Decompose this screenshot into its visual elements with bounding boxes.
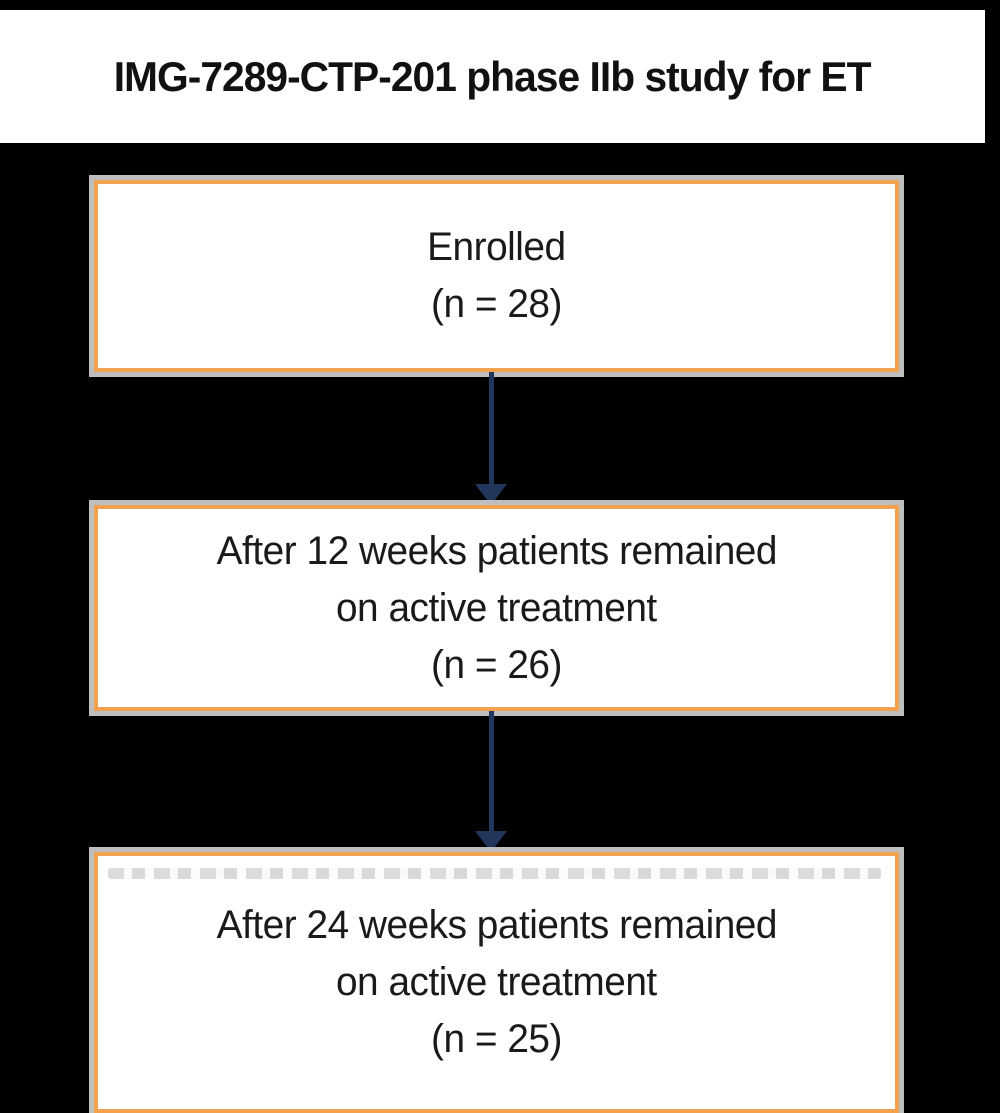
arrow-head-icon <box>475 831 507 852</box>
arrow-head-icon <box>475 484 507 505</box>
node-label-line: on active treatment <box>336 585 657 630</box>
node-label-line: Enrolled <box>427 225 566 269</box>
node-label-line: After 12 weeks patients remained <box>216 528 777 573</box>
node-week24: After 24 weeks patients remained on acti… <box>94 852 899 1113</box>
connector-arrow-down-1 <box>473 372 509 505</box>
title-band: IMG-7289-CTP-201 phase IIb study for ET <box>0 10 985 143</box>
node-count-line: (n = 28) <box>431 282 562 326</box>
node-label-line: After 24 weeks patients remained <box>216 903 777 947</box>
node-count-line: (n = 26) <box>431 642 562 687</box>
node-enrolled: Enrolled (n = 28) <box>94 180 899 372</box>
node-label-line: on active treatment <box>336 960 657 1004</box>
node-week12: After 12 weeks patients remained on acti… <box>94 505 899 711</box>
top-edge-bar <box>0 0 1000 10</box>
arrow-shaft <box>488 372 494 485</box>
connector-arrow-down-2 <box>473 711 509 852</box>
diagram-title: IMG-7289-CTP-201 phase IIb study for ET <box>114 52 872 100</box>
arrow-shaft <box>488 711 494 832</box>
node-count-line: (n = 25) <box>431 1017 562 1061</box>
compression-artifact-streak <box>108 868 881 879</box>
